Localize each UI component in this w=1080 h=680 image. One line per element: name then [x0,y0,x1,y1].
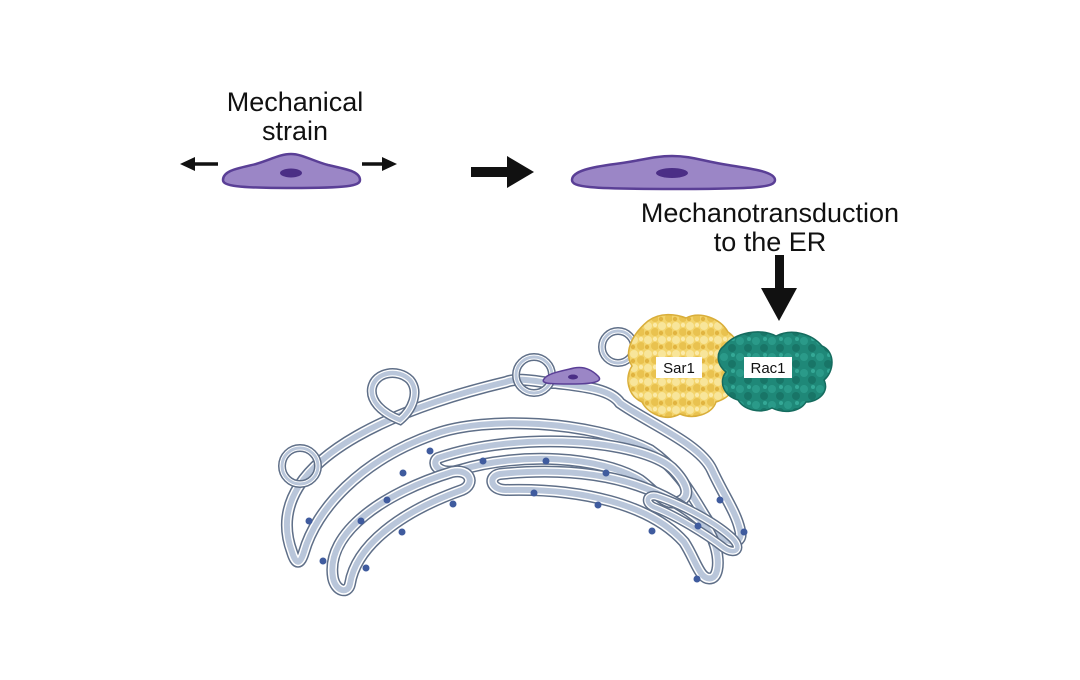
ribosome-icon [357,517,365,525]
ribosome-icon [602,469,610,477]
rac1-label: Rac1 [750,360,785,377]
down-arrow-icon [761,255,797,321]
er-organelle-icon [280,368,747,597]
sar1-label: Sar1 [663,360,695,377]
right-arrow-icon [382,157,397,171]
ribosome-icon [362,564,370,572]
ribosome-icon [716,496,724,504]
ribosome-icon [530,489,538,497]
ribosome-icon [399,469,407,477]
ribosome-icon [479,457,487,465]
mechanotransduction-line2: to the ER [713,227,827,257]
ribosome-icon [383,496,391,504]
ribosome-icon [648,527,656,535]
ribosome-icon [449,500,457,508]
mechanical-strain-line2: strain [261,116,329,146]
ribosome-icon [398,528,406,536]
stretched-cell-icon [570,154,777,191]
cell-icon [221,152,362,190]
rac1-protein: Rac1 [717,331,833,413]
ribosome-icon [305,517,313,525]
cell-icon [542,366,601,385]
nucleus-icon [568,374,578,380]
ribosome-icon [693,575,701,583]
mechanotransduction-line1: Mechanotransduction [640,198,900,228]
mechanotransduction-label: Mechanotransduction to the ER [620,199,920,257]
strain-right-arrow [362,157,397,171]
ribosome-icon [542,457,550,465]
ribosomes [305,447,748,583]
vesicle-icon [278,444,322,488]
sar1-protein: Sar1 [627,313,740,418]
left-arrow-icon [180,157,195,171]
ribosome-icon [740,528,748,536]
nucleus-icon [656,168,688,178]
ribosome-icon [319,557,327,565]
mechanical-strain-line1: Mechanical [226,87,364,117]
nucleus-icon [280,168,302,178]
mechanical-strain-label: Mechanical strain [205,88,385,146]
ribosome-icon [694,522,702,530]
ribosome-icon [594,501,602,509]
strain-left-arrow [180,157,218,171]
ribosome-icon [426,447,434,455]
process-arrow-icon [471,156,534,188]
